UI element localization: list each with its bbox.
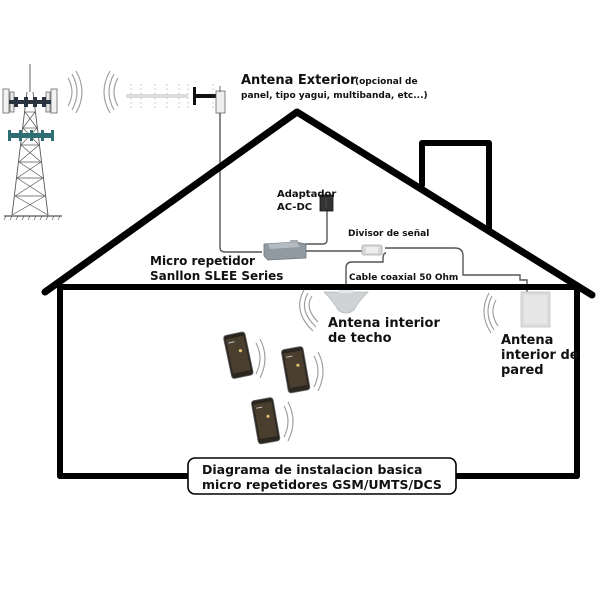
tower-panel-antenna (50, 88, 58, 114)
tower-lattice (11, 111, 49, 216)
yagi-antenna-icon (126, 84, 226, 114)
phone-signal-waves-icon (313, 351, 324, 392)
wall-antenna-label-line2: interior de (501, 348, 579, 363)
smartphone-icon (251, 397, 281, 445)
tower-panel-antenna (2, 88, 10, 114)
caption-line2: micro repetidores GSM/UMTS/DCS (202, 477, 442, 492)
adapter-label-line1: Adaptador (277, 189, 336, 200)
ground-hatch (3, 215, 61, 221)
roof (41, 108, 596, 299)
adapter-label-line2: AC-DC (277, 202, 312, 213)
diagram-caption: Diagrama de instalacion basica micro rep… (187, 457, 457, 495)
wall-antenna-signal-waves-icon (483, 292, 499, 334)
wall-antenna-label-line3: pared (501, 363, 544, 378)
house-outline (41, 108, 596, 479)
external-antenna-note-line2: panel, tipo yagui, multibanda, etc...) (241, 91, 428, 101)
ceiling-antenna-icon (323, 290, 369, 314)
yagi-signal-waves-icon (103, 70, 119, 114)
phone-signal-waves-icon (255, 338, 266, 379)
yagi-boom (126, 94, 188, 98)
coax-cable (219, 113, 528, 292)
wall-antenna-icon (520, 291, 551, 328)
repeater-label-line1: Micro repetidor (150, 254, 255, 268)
cell-tower-icon (2, 64, 62, 221)
splitter-label: Divisor de señal (348, 229, 429, 239)
chimney (419, 140, 492, 233)
ceiling-antenna-label-line2: de techo (328, 331, 392, 346)
tower-upper-bracket (9, 100, 51, 104)
coax-cable-label: Cable coaxial 50 Ohm (349, 273, 458, 283)
external-antenna-note-line1: (opcional de (355, 77, 418, 87)
ceiling-antenna-signal-waves-icon (299, 289, 319, 332)
power-adapter-icon (319, 194, 334, 212)
repeater-icon (263, 240, 307, 261)
repeater-label-line2: Sanllon SLEE Series (150, 269, 283, 283)
ceiling-antenna-label-line1: Antena interior (328, 316, 440, 331)
yagi-mast-bracket (215, 90, 226, 114)
caption-box (187, 457, 457, 495)
smartphone-icon (281, 346, 311, 394)
smartphone-icon (223, 331, 254, 379)
yagi-feed (195, 94, 219, 98)
phone-signal-waves-icon (283, 401, 294, 442)
caption-line1: Diagrama de instalacion basica (202, 462, 422, 477)
wall-antenna-label-line1: Antena (501, 333, 553, 348)
external-antenna-title: Antena Exterior (241, 73, 357, 88)
tower-signal-waves-icon (67, 70, 83, 114)
splitter-icon (361, 244, 383, 256)
